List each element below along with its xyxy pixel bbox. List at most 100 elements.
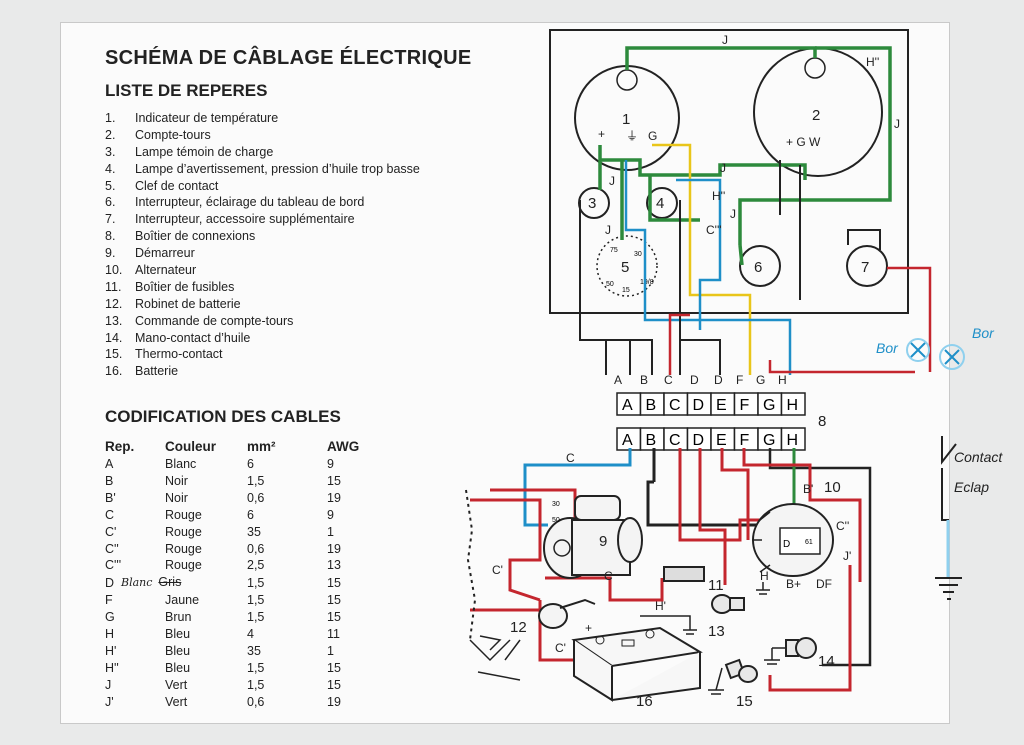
cell-color: Rouge	[165, 558, 202, 573]
connector-cell-label: E	[716, 432, 727, 449]
instrument-panel	[549, 29, 909, 314]
label-14: 14	[818, 653, 835, 670]
alt-ground-icon	[756, 582, 770, 595]
lamp-4	[646, 187, 678, 219]
cell-color: Blanc Gris	[121, 574, 247, 592]
legend-item: 9.Démarreur	[105, 245, 420, 262]
gauge-1-plus: +	[598, 127, 605, 141]
black-panel-wires	[579, 160, 881, 375]
connector-cell-label: A	[622, 432, 633, 449]
cables-header-row: Rep. Couleur mm² AWG	[105, 437, 387, 456]
legend-item-number: 14.	[105, 330, 123, 345]
legend-item-number: 2.	[105, 127, 116, 142]
cell-color: Vert	[165, 677, 188, 692]
connector-cell-label: A	[622, 397, 633, 414]
label-9: 9	[599, 533, 607, 550]
legend-item: 13.Commande de compte-tours	[105, 313, 420, 330]
gauge-1-lamp	[616, 69, 638, 91]
note-eclap: Eclap	[954, 479, 989, 495]
cell-color: Rouge	[165, 524, 202, 539]
cell-awg: 11	[327, 627, 340, 642]
ground-right	[935, 577, 962, 600]
cell-rep: C''	[105, 541, 119, 556]
connector-cell-label: D	[693, 397, 705, 414]
legend-item-label: Clef de contact	[135, 178, 219, 193]
wire-h2-mid: H''	[712, 189, 725, 203]
wire-j-left: J	[609, 174, 615, 188]
legend-item-label: Interrupteur, accessoire supplémentaire	[135, 212, 355, 227]
cell-handwritten-note: Blanc	[121, 576, 153, 590]
cell-mm2: 6	[247, 507, 254, 522]
legend-item-label: Boîtier de fusibles	[135, 279, 235, 294]
battery-16	[571, 626, 703, 702]
starter-50: 50	[552, 517, 560, 524]
wire-j-low: J	[730, 207, 736, 221]
legend-item-number: 9.	[105, 246, 116, 261]
col-couleur: Couleur	[165, 439, 217, 454]
sensor-13	[711, 594, 745, 614]
legend-item-number: 1.	[105, 111, 116, 125]
wire-b1: B'	[803, 482, 813, 496]
cell-mm2: 6	[247, 457, 254, 471]
cell-awg: 19	[327, 541, 341, 556]
legend-item-number: 5.	[105, 178, 116, 193]
green-wires	[598, 46, 892, 266]
legend-item: 10.Alternateur	[105, 262, 420, 279]
label-3: 3	[588, 195, 596, 212]
cell-rep: B'	[105, 490, 116, 505]
legend-item-label: Boîtier de connexions	[135, 229, 256, 244]
wire-h-alt: H	[760, 569, 769, 583]
cell-color: Blanc	[165, 457, 197, 471]
cell-mm2: 0,6	[247, 541, 265, 556]
term-c: C	[664, 373, 673, 387]
wire-c3: C'''	[706, 223, 722, 237]
table-row: C'' Rouge 0,6 19	[105, 541, 387, 558]
cell-awg: 1	[327, 643, 334, 658]
wire-c1: C'	[492, 563, 503, 577]
cell-mm2: 1,5	[247, 575, 265, 590]
switch-6	[739, 245, 781, 287]
gauge-1-ground: ⏚	[626, 129, 638, 143]
legend-item: 14.Mano-contact d’huile	[105, 330, 420, 347]
battery-plus: +	[585, 621, 592, 635]
connector-cell-label: D	[693, 432, 705, 449]
cell-mm2: 1,5	[247, 677, 265, 692]
cell-awg: 15	[327, 660, 341, 675]
wire-j-mid: J	[720, 161, 726, 175]
cell-mm2: 2,5	[247, 558, 265, 573]
thermo-switch-15	[724, 658, 758, 683]
legend-item-label: Thermo-contact	[135, 347, 223, 362]
col-rep: Rep.	[105, 439, 135, 454]
cell-color: Jaune	[165, 593, 200, 608]
legend-item-number: 16.	[105, 364, 123, 379]
wire-j-right: J	[894, 117, 900, 131]
label-16: 16	[636, 693, 653, 710]
term-b: B	[640, 373, 648, 387]
legend-item-number: 8.	[105, 229, 116, 244]
cell-struck-color: Gris	[158, 575, 182, 590]
label-10: 10	[824, 479, 841, 496]
cell-awg: 9	[327, 457, 334, 471]
cell-mm2: 0,6	[247, 490, 265, 505]
legend-item-label: Interrupteur, éclairage du tableau de bo…	[135, 195, 365, 210]
legend-item: 8. Boîtier de connexions	[105, 228, 420, 245]
legend-item: 16.Batterie	[105, 363, 420, 380]
label-12: 12	[510, 619, 527, 636]
note-contact: Contact	[954, 449, 1003, 465]
connector-cell-label: C	[669, 432, 681, 449]
connector-cell-label: F	[740, 397, 750, 414]
alt-d: D	[783, 539, 790, 550]
legend-item: 6.Interrupteur, éclairage du tableau de …	[105, 194, 420, 211]
cell-color: Rouge	[165, 541, 202, 556]
label-6: 6	[754, 259, 762, 276]
label-15: 15	[736, 693, 753, 710]
connector-cell-label: H	[787, 397, 799, 414]
battery-ground-icon	[640, 615, 697, 635]
